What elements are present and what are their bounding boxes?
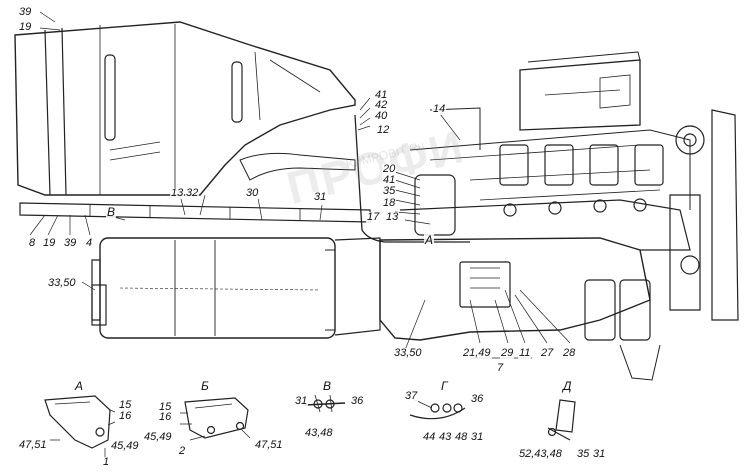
callout-31: 31	[313, 191, 328, 203]
callout-20: 20	[382, 163, 397, 175]
callout-7: 7	[496, 362, 505, 374]
gearbox	[91, 237, 381, 339]
callout-14: 14	[432, 103, 447, 115]
callout-40: 40	[374, 110, 389, 122]
detail-B-callout-47-51: 47,51	[254, 439, 284, 451]
detail-V-callout-31: 31	[294, 395, 309, 407]
detail-B-callout-45-49: 45,49	[143, 431, 173, 443]
detail-G-title: Г	[440, 379, 449, 393]
callout-41-b: 41	[382, 174, 397, 186]
fan-pulley	[669, 109, 739, 321]
detail-D-callout-52-43-48: 52,43,48	[518, 448, 563, 460]
detail-D-part	[547, 399, 576, 441]
detail-A-callout-15: 15	[118, 399, 133, 411]
callout-27: 27	[540, 347, 555, 359]
callout-12: 12	[376, 124, 391, 136]
detail-G-part	[409, 399, 466, 420]
callout-21-49: 21,49	[462, 347, 492, 359]
callout-33-50: 33,50	[47, 277, 77, 289]
detail-G-callout-36: 36	[470, 393, 485, 405]
detail-A-title: А	[74, 379, 85, 393]
detail-G-callout-43: 43	[438, 431, 453, 443]
detail-V-title: В	[322, 379, 333, 393]
callout-42: 42	[374, 99, 389, 111]
callout-19: 19	[18, 21, 33, 33]
detail-A-callout-47-51: 47,51	[18, 439, 48, 451]
engine-block	[379, 107, 691, 341]
leader-lines	[29, 11, 571, 359]
callout-8: 8	[28, 237, 37, 249]
callout-39-b: 39	[63, 237, 78, 249]
fuel-filters	[584, 279, 661, 381]
detail-A-callout-1: 1	[102, 456, 111, 468]
detail-B-callout-2: 2	[178, 445, 187, 457]
detail-D-title: Д	[562, 379, 573, 393]
detail-B-callout-16: 16	[158, 411, 173, 423]
view-marker-V: В	[106, 205, 117, 219]
callout-33-50-b: 33,50	[393, 347, 423, 359]
callout-32: 32	[185, 187, 200, 199]
callout-29: 29	[500, 347, 515, 359]
intake-pipe	[239, 152, 356, 181]
callout-13-b: 13	[385, 211, 400, 223]
detail-B-part	[180, 397, 251, 441]
detail-V-part	[304, 394, 346, 413]
air-cleaner-hood	[14, 21, 356, 196]
callout-35: 35	[382, 185, 397, 197]
detail-A-callout-16: 16	[118, 410, 133, 422]
detail-D-callout-35: 35	[576, 448, 591, 460]
detail-G-callout-44: 44	[422, 431, 437, 443]
view-marker-A: А	[424, 233, 435, 247]
top-air-box	[519, 51, 641, 131]
callout-17: 17	[366, 211, 381, 223]
detail-B-title: Б	[200, 379, 210, 393]
callout-28: 28	[562, 347, 577, 359]
detail-D-callout-31: 31	[592, 448, 607, 460]
callout-39: 39	[18, 6, 33, 18]
detail-A-part	[44, 395, 116, 458]
frame-rail	[19, 202, 371, 223]
callout-30: 30	[245, 187, 260, 199]
callout-41: 41	[374, 89, 389, 101]
detail-B-callout-15: 15	[158, 401, 173, 413]
detail-V-callout-43-48: 43,48	[304, 427, 334, 439]
detail-A-callout-45-49: 45,49	[110, 440, 140, 452]
callout-13: 13	[170, 187, 185, 199]
callout-4: 4	[85, 237, 94, 249]
callout-11: 11	[518, 347, 532, 359]
callout-18: 18	[382, 197, 397, 209]
detail-G-callout-31: 31	[470, 431, 485, 443]
detail-V-callout-36: 36	[350, 395, 365, 407]
callout-19-b: 19	[42, 237, 57, 249]
detail-G-callout-37: 37	[404, 390, 419, 402]
detail-G-callout-48: 48	[454, 431, 469, 443]
